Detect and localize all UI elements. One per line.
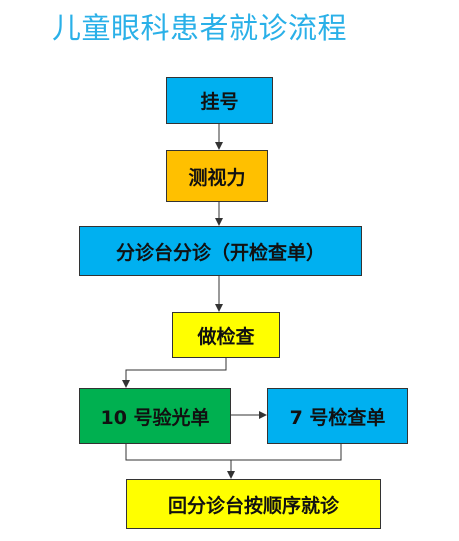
step-examination: 做检查 [172,312,280,358]
connector-merge-line [125,444,342,461]
step-vision-test: 测视力 [166,150,268,202]
step-lab-room-label: 10 号验光单 [100,406,210,429]
step-triage: 分诊台分诊（开检查单） [79,226,362,276]
step-check-room: 7 号检查单 [267,388,408,444]
step-register: 挂号 [166,77,273,124]
step-triage-label: 分诊台分诊（开检查单） [115,241,325,264]
step-return-triage: 回分诊台按顺序就诊 [126,479,381,529]
step-lab-room: 10 号验光单 [79,388,231,444]
step-return-triage-label: 回分诊台按顺序就诊 [167,494,339,517]
page-title: 儿童眼科患者就诊流程 [52,11,348,45]
step-vision-test-label: 测视力 [188,166,246,189]
step-check-room-label: 7 号检查单 [289,406,386,429]
arrow-exam-to-lab [122,358,227,388]
step-register-label: 挂号 [200,91,239,113]
step-examination-label: 做检查 [197,325,255,348]
